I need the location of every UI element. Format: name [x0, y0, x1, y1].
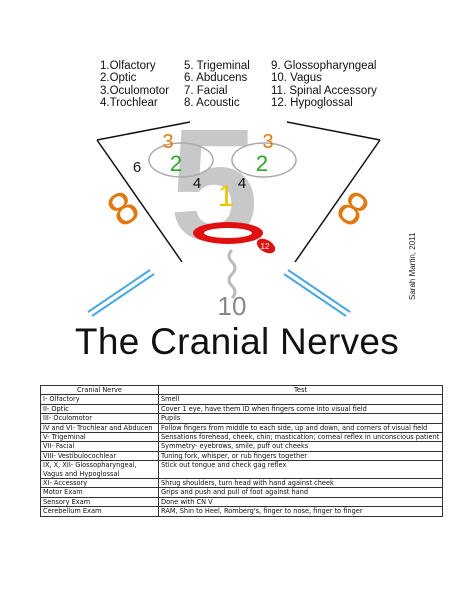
- optic-left-label: 2: [170, 151, 182, 176]
- nerve-cell: IX, X, XII- Glossopharyngeal, Vagus and …: [40, 460, 159, 480]
- test-cell: Follow fingers from middle to each side,…: [158, 422, 443, 434]
- glossopharyngeal-label: 9: [225, 227, 232, 241]
- optic-right-label: 2: [256, 151, 268, 176]
- nerve-cell: Motor Exam: [40, 487, 159, 498]
- acoustic-left-label: 8: [97, 180, 148, 237]
- spinal-accessory-right-bar-b: [287, 269, 351, 313]
- test-cell: Symmetry- eyebrows, smile, puff out chee…: [158, 441, 443, 452]
- nerve-cell: II- Optic: [40, 403, 159, 415]
- legend-item: 11. Spinal Accessory: [271, 84, 377, 97]
- nerve-cell: III- Oculomotor: [40, 413, 159, 424]
- nerve-cell: XI- Accessory: [40, 478, 159, 489]
- test-cell: Sensations forehead, cheek, chin; mastic…: [158, 432, 443, 443]
- vagus-label: 10: [218, 291, 247, 321]
- oculomotor-right-label: 3: [262, 131, 273, 153]
- hypoglossal-tongue-shape: [256, 238, 276, 254]
- trochlear-right-label: 4: [238, 175, 246, 192]
- test-cell: Pupils: [158, 413, 443, 424]
- funnel-right-side: [294, 139, 381, 263]
- spinal-accessory-left-bar-a: [87, 269, 151, 313]
- trochlear-left-label: 4: [193, 175, 201, 192]
- left-eye-oval: [148, 142, 214, 178]
- cranial-nerves-diagram: 5 3 3 2 2 6 4 4 1 8 8 9 12 10: [87, 95, 381, 321]
- test-cell: Done with CN V: [158, 496, 443, 508]
- legend-item: 4.Trochlear: [100, 97, 158, 110]
- funnel-top-right-line: [286, 121, 381, 141]
- header-test: Test: [158, 384, 443, 396]
- header-cranial-nerve: Cranial Nerve: [40, 384, 159, 396]
- nerve-cell: IV and VI- Trochlear and Abducen: [40, 422, 159, 434]
- test-cell: Stick out tongue and check gag reflex: [158, 460, 443, 480]
- nerve-cell: V- Trigeminal: [40, 432, 159, 443]
- diagram-title: The Cranial Nerves: [74, 321, 400, 362]
- hypoglossal-label: 12: [261, 242, 270, 251]
- legend-item: 3.Oculomotor: [100, 84, 170, 97]
- nerve-cell: VIII- Vestibulocochlear: [40, 450, 159, 462]
- legend-item: 5. Trigeminal: [184, 60, 250, 72]
- nerve-cell: I- Olfactory: [40, 394, 159, 405]
- olfactory-label: 1: [218, 180, 235, 213]
- oculomotor-left-label: 3: [162, 131, 173, 153]
- legend-item: 8. Acoustic: [184, 97, 240, 110]
- big-five-label: 5: [170, 95, 259, 274]
- nerve-cell: Sensory Exam: [40, 496, 159, 508]
- test-cell: RAM, Shin to Heel, Romberg's, finger to …: [158, 506, 443, 517]
- legend-item: 10. Vagus: [271, 72, 322, 85]
- funnel-left-side: [96, 139, 183, 263]
- spinal-accessory-left-bar-b: [91, 273, 155, 317]
- funnel-top-left-line: [96, 121, 191, 141]
- abducens-label: 6: [133, 159, 141, 176]
- test-cell: Tuning fork, whisper, or rub fingers tog…: [158, 450, 443, 462]
- legend-item: 7. Facial: [184, 84, 228, 97]
- spinal-accessory-right-bar-a: [283, 273, 347, 317]
- acoustic-right-label: 8: [328, 180, 379, 237]
- nerve-cell: Cerebellum Exam: [40, 506, 159, 517]
- legend-column-1: 1.Olfactory 2.Optic 3.Oculomotor 4.Troch…: [100, 60, 169, 110]
- legend-item: 12. Hypoglossal: [271, 97, 353, 110]
- mouth-inner: [204, 228, 252, 238]
- right-eye-oval: [231, 142, 297, 178]
- test-cell: Grips and push and pull of foot against …: [158, 487, 443, 498]
- legend-item: 9. Glossopharyngeal: [271, 60, 377, 72]
- nerve-cell: VII- Facial: [40, 441, 159, 452]
- test-cell: Cover 1 eye, have them ID when fingers c…: [158, 403, 443, 415]
- table-header-row: Cranial Nerve Test: [40, 384, 443, 396]
- legend-item: 2.Optic: [100, 72, 137, 85]
- legend-item: 6. Abducens: [184, 72, 248, 85]
- legend-column-2: 5. Trigeminal 6. Abducens 7. Facial 8. A…: [184, 60, 250, 110]
- table-row: IX, X, XII- Glossopharyngeal, Vagus and …: [40, 460, 443, 480]
- legend-column-3: 9. Glossopharyngeal 10. Vagus 11. Spinal…: [271, 60, 377, 110]
- test-cell: Smell: [158, 394, 443, 405]
- vagus-squiggle: [227, 248, 237, 300]
- author-credit: Sarah Martin, 2011: [408, 232, 417, 300]
- legend-item: 1.Olfactory: [100, 60, 156, 72]
- test-cell: Shrug shoulders, turn head with hand aga…: [158, 478, 443, 489]
